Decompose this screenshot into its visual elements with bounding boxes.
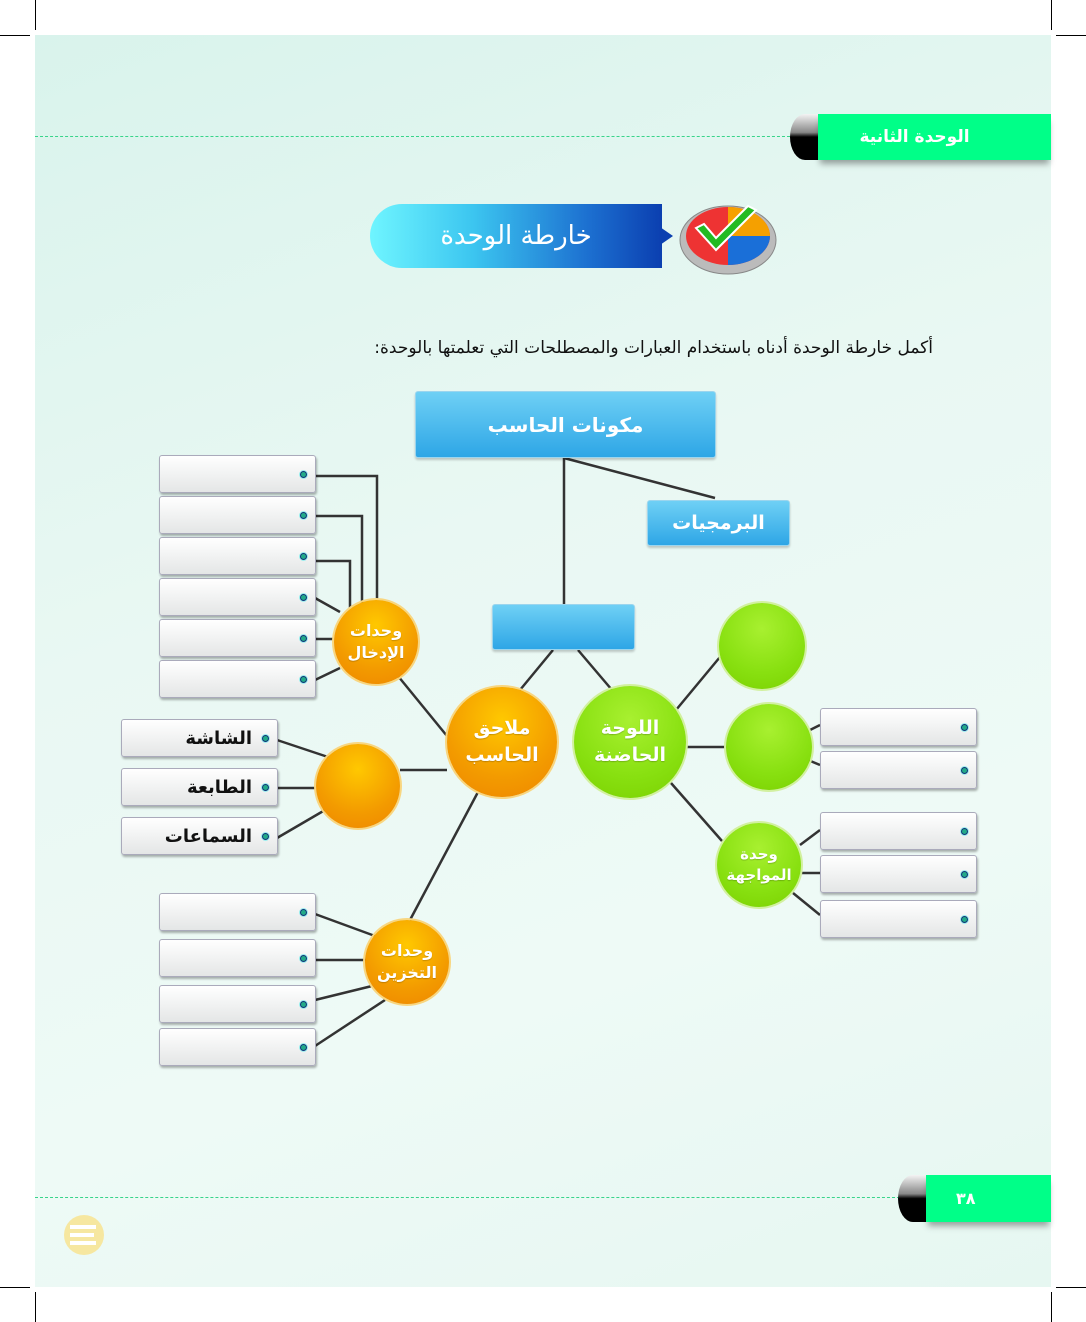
unit-tab: الوحدة الثانية <box>818 114 1051 160</box>
input-units-node: وحدات الإدخال <box>334 600 418 684</box>
interface-unit-node: وحدة المواجهة <box>717 823 801 907</box>
output-item-label: السماعات <box>164 825 252 847</box>
accessories-label: ملاحق الحاسب <box>465 717 539 766</box>
chart-check-icon <box>678 198 778 276</box>
instruction-text: أكمل خارطة الوحدة أدناه باستخدام العبارا… <box>374 338 933 358</box>
motherboard-node: اللوحة الحاضنة <box>574 686 686 798</box>
storage-units-node: وحدات التخزين <box>365 920 449 1004</box>
map-title-banner: خارطة الوحدة <box>370 204 662 268</box>
bullet-icon <box>300 1000 307 1008</box>
map-title: خارطة الوحدة <box>440 221 592 251</box>
bullet-icon <box>300 634 307 642</box>
crop-mark <box>1051 0 1052 30</box>
output-item-label: الشاشة <box>185 727 252 749</box>
header-divider <box>35 136 795 137</box>
blank-green-node[interactable] <box>719 603 805 689</box>
output-item-box: الطابعة <box>121 768 278 806</box>
output-item-box: السماعات <box>121 817 278 855</box>
input-answer-box[interactable] <box>159 455 316 493</box>
footer-divider <box>35 1197 905 1198</box>
interface-answer-box[interactable] <box>820 812 977 850</box>
bullet-icon <box>300 511 307 519</box>
software-node: البرمجيات <box>647 500 790 546</box>
green-answer-box[interactable] <box>820 751 977 789</box>
bullet-icon <box>262 832 269 840</box>
storage-answer-box[interactable] <box>159 893 316 931</box>
output-item-box: الشاشة <box>121 719 278 757</box>
page-tab-cap <box>898 1175 928 1222</box>
storage-answer-box[interactable] <box>159 1028 316 1066</box>
bullet-icon <box>961 915 968 923</box>
input-answer-box[interactable] <box>159 537 316 575</box>
crop-mark <box>1051 1292 1052 1322</box>
input-units-label: وحدات الإدخال <box>347 620 405 662</box>
page-number-tab: ٣٨ <box>926 1175 1051 1222</box>
bullet-icon <box>961 766 968 774</box>
input-answer-box[interactable] <box>159 660 316 698</box>
motherboard-label: اللوحة الحاضنة <box>593 717 667 766</box>
unit-tab-cap <box>790 114 820 160</box>
bullet-icon <box>262 734 269 742</box>
crop-mark <box>1056 1287 1086 1288</box>
green-answer-box[interactable] <box>820 708 977 746</box>
bullet-icon <box>300 552 307 560</box>
input-answer-box[interactable] <box>159 619 316 657</box>
crop-mark <box>35 1292 36 1322</box>
banner-arrow <box>660 227 673 245</box>
storage-answer-box[interactable] <box>159 985 316 1023</box>
interface-answer-box[interactable] <box>820 855 977 893</box>
storage-answer-box[interactable] <box>159 939 316 977</box>
bullet-icon <box>961 723 968 731</box>
blank-green-node[interactable] <box>726 704 812 790</box>
bullet-icon <box>300 1043 307 1051</box>
unit-label: الوحدة الثانية <box>859 127 970 147</box>
input-answer-box[interactable] <box>159 496 316 534</box>
storage-units-label: وحدات التخزين <box>377 940 437 982</box>
bullet-icon <box>262 783 269 791</box>
blank-output-node[interactable] <box>316 744 400 828</box>
crop-mark <box>0 1287 30 1288</box>
bullet-icon <box>300 675 307 683</box>
accessories-node: ملاحق الحاسب <box>447 687 557 797</box>
crop-mark <box>0 35 30 36</box>
bullet-icon <box>961 870 968 878</box>
root-label: مكونات الحاسب <box>487 412 644 437</box>
bullet-icon <box>300 954 307 962</box>
crop-mark <box>35 0 36 30</box>
bullet-icon <box>300 470 307 478</box>
root-node: مكونات الحاسب <box>415 391 716 458</box>
bullet-icon <box>961 827 968 835</box>
output-item-label: الطابعة <box>186 776 252 798</box>
blank-hardware-node[interactable] <box>492 604 635 650</box>
page-number: ٣٨ <box>956 1189 976 1208</box>
interface-unit-label: وحدة المواجهة <box>726 845 792 884</box>
input-answer-box[interactable] <box>159 578 316 616</box>
bullet-icon <box>300 593 307 601</box>
publisher-logo-icon <box>60 1205 112 1260</box>
interface-answer-box[interactable] <box>820 900 977 938</box>
crop-mark <box>1056 35 1086 36</box>
bullet-icon <box>300 908 307 916</box>
software-label: البرمجيات <box>672 512 765 534</box>
